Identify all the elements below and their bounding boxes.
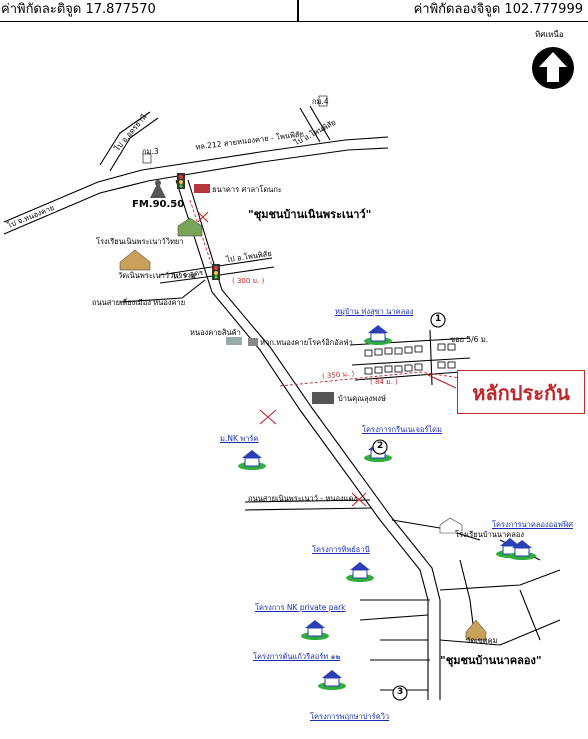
- project-p1-link[interactable]: หมู่บ้าน ทุ่งสุขา นาคลอง: [335, 307, 414, 316]
- road-label-nernphra: ถนนสายเนินพระเนาว์ - หนองแดง: [248, 494, 357, 503]
- marker-1-label: 1: [435, 314, 442, 324]
- building-icon: [312, 392, 334, 404]
- house-icon: [508, 540, 536, 560]
- school-south-icon: [439, 517, 463, 534]
- project-nkpark-link[interactable]: ม.NK พาร์ค: [220, 434, 259, 443]
- house-icon: [238, 450, 266, 470]
- house-label: บ้านคุณลุงพงษ์: [338, 394, 386, 403]
- km3-label: กม.3: [142, 147, 159, 156]
- distance-d3: ( 84 ม. ): [370, 378, 398, 386]
- project-tip-link[interactable]: โครงการทิพย์ธานี: [312, 545, 370, 554]
- latitude-box: ค่าพิกัดละติจูด 17.877570: [0, 0, 298, 22]
- project-green-link[interactable]: โครงการนาคลองออฟฟิศ: [492, 520, 574, 529]
- community-nakhlong-label: "ชุมชนบ้านนาคลอง": [440, 654, 542, 667]
- parcel-blocks: [364, 343, 456, 375]
- road-label-bypass: ถนนสายเลี่ยงเมือง หนองคาย: [92, 298, 186, 307]
- project-p2-link[interactable]: โครงการกรีนเนเจอร์ไดม: [362, 425, 442, 434]
- distance-lines: [189, 199, 461, 387]
- longitude-box: ค่าพิกัดลองจิจูด 102.777999: [298, 0, 588, 22]
- temple-nern-label: วัดเนินพระเนาว์วนาราม: [118, 271, 196, 280]
- marker-3-label: 3: [397, 687, 404, 697]
- bank-label: ธนาคาร ศาลาโดนกะ: [212, 185, 282, 194]
- north-arrow-icon: [532, 47, 574, 89]
- house-icon: [346, 562, 374, 582]
- temple-south-icon: [465, 619, 487, 641]
- temple-icon: [119, 249, 151, 271]
- marker-2-label: 2: [377, 441, 384, 451]
- shop-label: หจก.หนองคายโรคร์อิกอัลฟ่า: [260, 338, 353, 347]
- project-tonkaew-link[interactable]: โครงการต้นแก้วรีสอร์ท ๑๒: [253, 652, 341, 661]
- collateral-arrow: [425, 373, 457, 389]
- warehouse-label: หนองคายสินค้า: [190, 328, 241, 337]
- traffic-light-icon: [177, 173, 185, 189]
- traffic-light-icon: [212, 264, 220, 280]
- school-nakhlong-label: โรงเรียนบ้านนาคลอง: [455, 530, 525, 539]
- temple-south-label: วัดเขตุคุม: [466, 636, 498, 645]
- distance-d1: ( 300 ม. ): [232, 277, 265, 285]
- km3-sign: [142, 153, 152, 164]
- project-p3-link[interactable]: โครงการพฤกษาปาร์ควิว: [310, 712, 390, 721]
- north-label: ทิศเหนือ: [535, 30, 564, 39]
- house-icon: [364, 325, 392, 345]
- collateral-label: หลักประกัน: [472, 381, 570, 405]
- house-icon: [301, 620, 329, 640]
- km4-label: กม.4: [312, 97, 329, 106]
- school-icon: [177, 217, 203, 237]
- collateral-box: หลักประกัน: [457, 370, 585, 414]
- marker-2: [372, 439, 388, 455]
- fm-label: FM.90.50: [132, 199, 185, 210]
- bank-icon: [194, 184, 210, 193]
- marker-1: [430, 312, 446, 328]
- school-nern-label: โรงเรียนเนินพระเนาว์วิทยา: [96, 237, 184, 246]
- road-label-soi: ซอย 5/6 ม.: [450, 335, 489, 344]
- community-nern-label: "ชุมชนบ้านเนินพระเนาว์": [248, 208, 372, 221]
- antenna-icon: [150, 180, 166, 198]
- marker-3: [392, 685, 408, 701]
- project-nkprivate-link[interactable]: โครงการ NK private park: [255, 603, 346, 612]
- cross-markers: [197, 211, 367, 507]
- km4-sign: [318, 95, 328, 107]
- house-icon: [318, 670, 346, 690]
- house-icons: [238, 325, 536, 690]
- warehouse-icon: [226, 337, 242, 345]
- shop-icon: [248, 338, 258, 346]
